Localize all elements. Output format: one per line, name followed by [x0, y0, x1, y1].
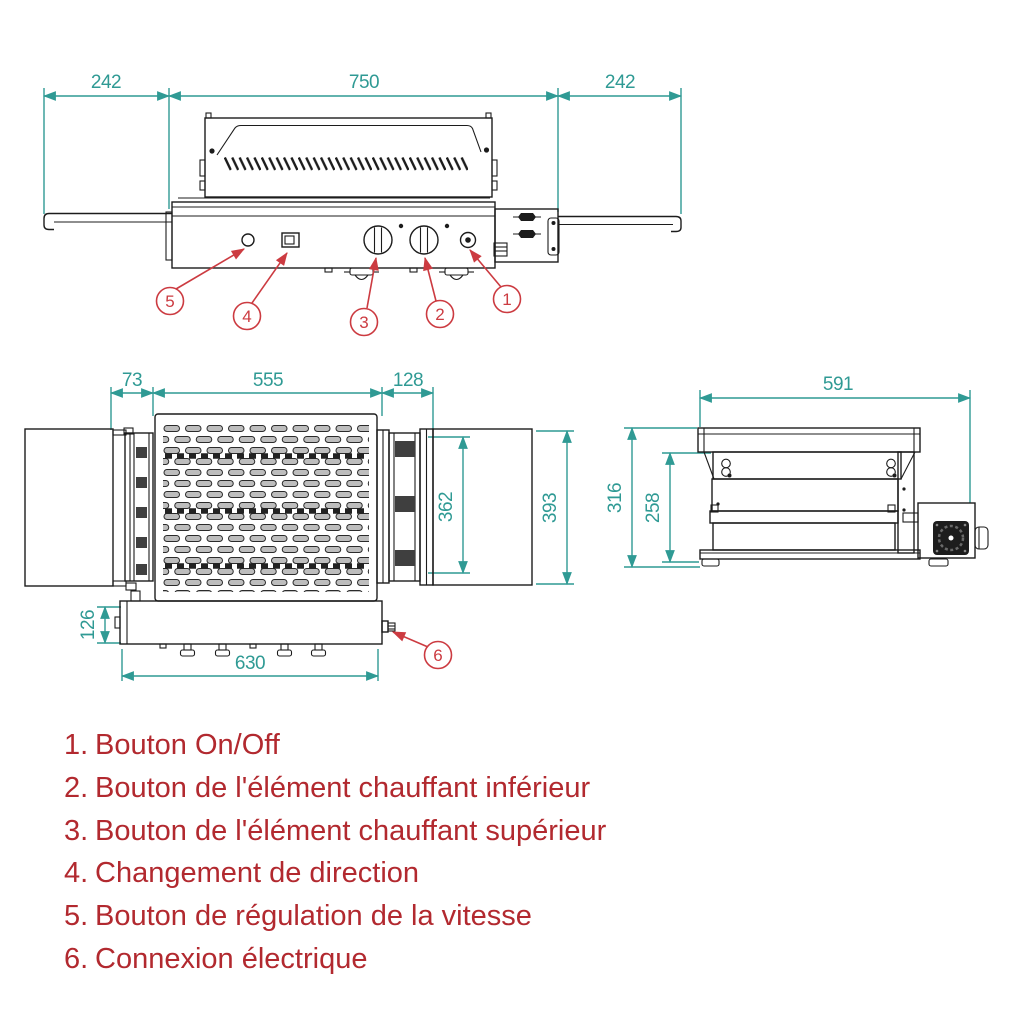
- legend-item-4: 4. Changement de direction: [64, 857, 606, 900]
- right-shelf: [558, 215, 682, 233]
- svg-text:3: 3: [359, 313, 368, 332]
- svg-text:2: 2: [435, 305, 444, 324]
- speed-knob: [241, 233, 255, 247]
- top-view: 73 555 128 362 393 126 630: [24, 370, 574, 681]
- svg-text:1: 1: [502, 290, 511, 309]
- spring-clip-left: [721, 458, 732, 478]
- side-view-dimensions: 591 316 258: [605, 374, 972, 569]
- callout-5: 5: [155, 286, 185, 316]
- callout-6: 6: [391, 631, 453, 670]
- legend-item-6: 6. Connexion électrique: [64, 943, 606, 986]
- right-conveyor-rack: [376, 428, 434, 586]
- dim-label-right-rack: 128: [393, 370, 423, 391]
- dim-label-body-width-bottom: 630: [235, 653, 265, 674]
- legend-item-label: Bouton de l'élément chauffant inférieur: [95, 771, 591, 804]
- side-body: [699, 451, 949, 567]
- legend-item-label: Changement de direction: [95, 857, 420, 890]
- dim-label-body-width: 750: [349, 72, 379, 93]
- fan-icon: [937, 524, 965, 552]
- lower-housing: [114, 600, 383, 657]
- direction-switch: [281, 232, 300, 248]
- legend-item-1: 1. Bouton On/Off: [64, 729, 606, 772]
- left-shelf: [43, 212, 172, 231]
- legend-item-5: 5. Bouton de régulation de la vitesse: [64, 900, 606, 943]
- svg-text:6: 6: [433, 646, 442, 665]
- legend-item-number: 4.: [64, 857, 89, 890]
- front-view-callouts: 5 4 3 2 1: [155, 248, 522, 337]
- legend-item-label: Bouton On/Off: [95, 729, 280, 761]
- hood-vents: [224, 157, 468, 171]
- side-upper-chamber: [712, 451, 902, 480]
- dim-label-total-height: 316: [605, 483, 626, 513]
- control-panel: [165, 197, 496, 269]
- svg-text:5: 5: [165, 292, 174, 311]
- dim-label-body-height: 258: [643, 493, 664, 523]
- dim-label-tray-depth: 393: [540, 493, 561, 523]
- legend-item-label: Bouton de régulation de la vitesse: [95, 900, 532, 933]
- dim-label-left-rack: 73: [122, 370, 142, 391]
- dim-label-left-shelf: 242: [91, 72, 121, 93]
- side-mount-box: [493, 208, 560, 263]
- front-view-dimensions: 242 750 242: [42, 72, 683, 214]
- left-tray: [24, 428, 127, 587]
- upper-heat-knob: [363, 225, 393, 255]
- legend-item-number: 1.: [64, 729, 89, 761]
- front-view: 242 750 242: [42, 72, 683, 337]
- legend-item-number: 6.: [64, 942, 89, 975]
- spring-clip-right: [886, 458, 897, 478]
- callout-2: 2: [425, 299, 455, 329]
- dim-label-plate: 555: [253, 370, 283, 391]
- dim-label-right-shelf: 242: [605, 72, 635, 93]
- callout-1: 1: [492, 284, 522, 314]
- callout-4: 4: [232, 301, 262, 331]
- mounting-feet: [324, 267, 474, 281]
- legend-item-number: 2.: [64, 771, 89, 804]
- dim-label-side-width: 591: [823, 374, 853, 395]
- right-tray: [432, 428, 533, 586]
- side-view: 591 316 258: [605, 374, 989, 569]
- motor-fan-box: [902, 502, 989, 559]
- left-conveyor-rack: [123, 427, 154, 602]
- on-off-button: [459, 231, 477, 249]
- electrical-connector: [381, 620, 396, 633]
- callout-3: 3: [349, 307, 379, 337]
- legend-item-number: 3.: [64, 814, 89, 847]
- legend-item-3: 3. Bouton de l'élément chauffant supérie…: [64, 815, 606, 858]
- legend-item-2: 2. Bouton de l'élément chauffant inférie…: [64, 772, 606, 815]
- dim-label-rack-depth: 362: [436, 492, 457, 522]
- legend-item-number: 5.: [64, 900, 89, 933]
- legend-item-label: Bouton de l'élément chauffant supérieur: [95, 814, 607, 847]
- hood: [199, 112, 498, 198]
- legend-item-label: Connexion électrique: [95, 942, 368, 975]
- dim-label-body-front: 126: [78, 610, 99, 640]
- perforated-top-plate: [154, 413, 378, 602]
- svg-text:4: 4: [242, 307, 251, 326]
- top-view-dimensions: 73 555 128 362 393 126 630: [78, 370, 574, 681]
- lower-heat-knob: [409, 225, 439, 255]
- legend-list: 1. Bouton On/Off 2. Bouton de l'élément …: [64, 729, 606, 986]
